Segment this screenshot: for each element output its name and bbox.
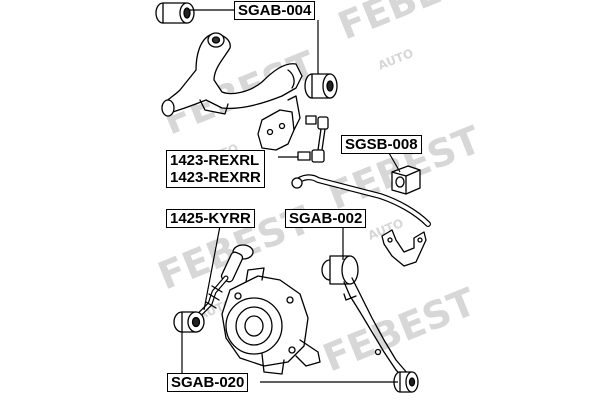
label-sgab-002: SGAB-002 <box>285 209 367 228</box>
sgab-004-bushing <box>304 73 338 99</box>
label-sgsb-008: SGSB-008 <box>341 135 422 154</box>
sgab-020-bushing-left <box>173 311 205 333</box>
label-1423-rexrl-text: 1423-REXRL <box>170 152 260 169</box>
label-1425-kyrr: 1425-KYRR <box>166 209 255 228</box>
label-1425-kyrr-text: 1425-KYRR <box>170 210 251 227</box>
upper-control-arm <box>161 32 303 117</box>
label-sgab-020: SGAB-020 <box>167 373 249 392</box>
lower-arm <box>321 255 409 377</box>
watermark-brand-1: FEBEST <box>332 0 497 48</box>
label-sgab-002-text: SGAB-002 <box>289 210 363 227</box>
sgab-020-bushing-right <box>393 371 419 393</box>
label-sgab-004-text: SGAB-004 <box>238 2 312 19</box>
watermark-sub-1: AUTO <box>376 46 416 73</box>
stabilizer-bar <box>291 174 431 227</box>
label-sgab-004: SGAB-004 <box>234 1 316 20</box>
bracket-plate <box>257 95 301 151</box>
top-bushing <box>155 2 195 24</box>
clamp-bracket <box>381 229 427 267</box>
watermark-brand-5: FEBEST <box>317 280 482 381</box>
label-1423-rexrl-rexrr: 1423-REXRL 1423-REXRR <box>166 150 265 188</box>
tie-rod <box>193 244 254 321</box>
stabilizer-link <box>297 115 329 163</box>
sgsb-008-bushing <box>391 165 421 195</box>
label-1423-rexrr-text: 1423-REXRR <box>170 169 261 186</box>
leader-lines <box>181 9 401 383</box>
label-sgsb-008-text: SGSB-008 <box>345 136 418 153</box>
knuckle-hub <box>221 267 321 375</box>
label-sgab-020-text: SGAB-020 <box>171 374 245 391</box>
